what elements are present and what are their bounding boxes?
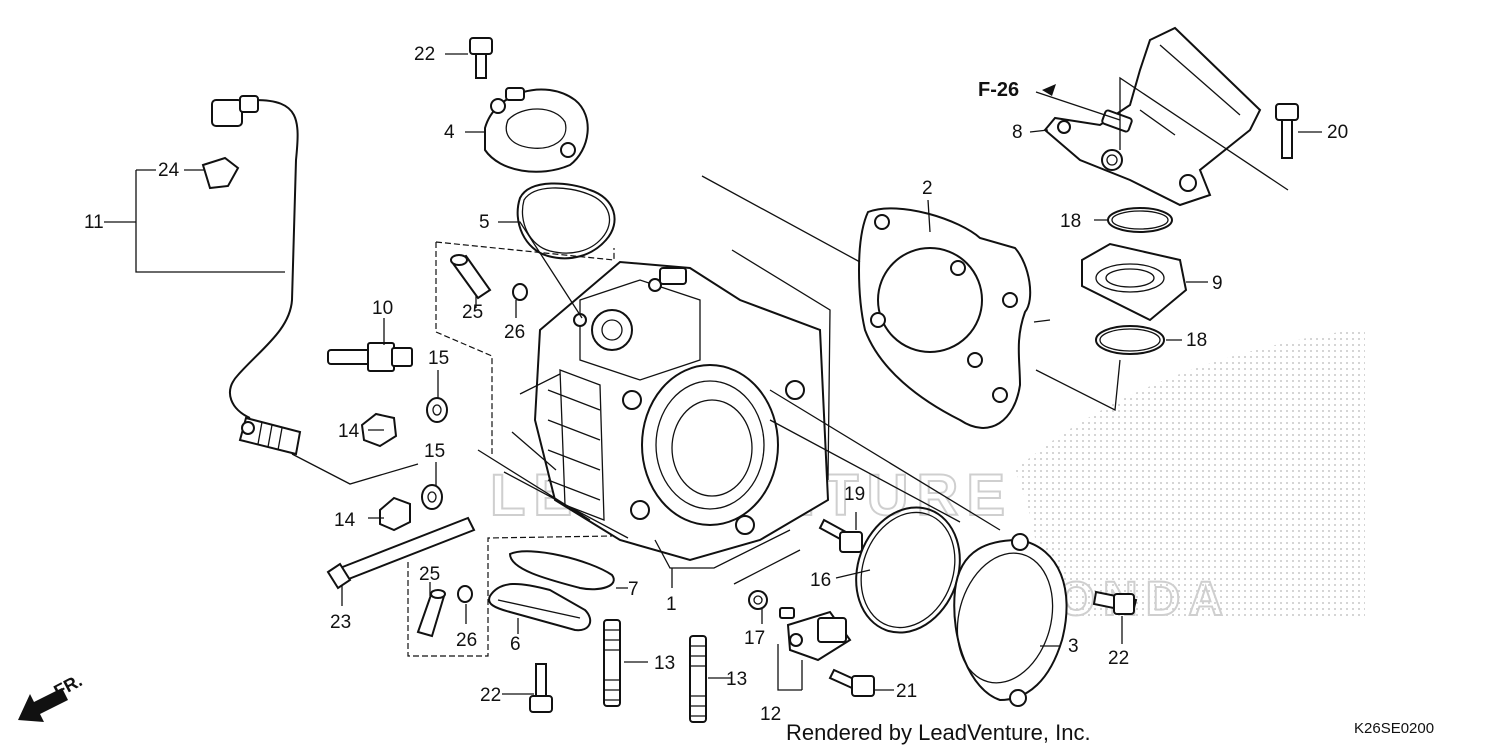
callout-22-bottom: 22 [480,685,501,706]
callout-12: 12 [760,704,781,725]
washer-lower-part[interactable] [421,484,443,510]
bolt-bottom-part[interactable] [529,663,553,713]
render-credit: Rendered by LeadVenture, Inc. [786,720,1091,745]
cap-nut-lower-part[interactable] [379,496,411,532]
front-direction-arrow-icon [18,688,68,722]
callout-20: 20 [1327,122,1348,143]
diagram-code: K26SE0200 [1354,720,1434,737]
chain-guide-part[interactable] [488,582,592,632]
valve-clip-lower-part[interactable] [457,585,473,603]
group-outline-lower [407,535,613,657]
callout-4: 4 [444,122,455,143]
side-cover-part[interactable] [943,533,1068,707]
callout-7: 7 [628,579,639,600]
callout-25-lower: 25 [419,564,440,585]
sensor-bolt-part[interactable] [828,668,875,697]
cylinder-head-gasket-part[interactable] [858,207,1032,429]
long-stud-part[interactable] [326,516,476,590]
callout-5: 5 [479,212,490,233]
callout-8: 8 [1012,122,1023,143]
intake-pipe-part[interactable] [1043,26,1262,207]
callout-16: 16 [810,570,831,591]
cylinder-head-part[interactable] [533,260,830,562]
cover-cap-part[interactable] [484,87,589,173]
callout-22-right: 22 [1108,648,1129,669]
callout-9: 9 [1212,273,1223,294]
callout-15-upper: 15 [428,348,449,369]
callout-11: 11 [84,212,104,233]
assembly-lines-upper [701,175,861,481]
callout-18-upper: 18 [1060,211,1081,232]
assembly-lines-center [654,389,1001,585]
callout-13-left: 13 [654,653,675,674]
o2-sensor-part[interactable] [211,95,302,456]
callout-2: 2 [922,178,933,199]
reference-label[interactable]: F-26 [978,79,1019,101]
callout-14-upper: 14 [338,421,360,442]
clip-part[interactable] [201,156,240,190]
o-ring-upper-part[interactable] [1107,207,1173,233]
bolt-top-part[interactable] [469,37,493,79]
washer-upper-part[interactable] [426,397,448,423]
callout-24: 24 [158,160,180,181]
bolt-center-part[interactable] [818,518,863,553]
guide-gasket-part[interactable] [508,550,615,591]
spark-plug-part[interactable] [327,342,413,372]
reference-arrow-icon [1042,84,1056,96]
group-outline-upper [435,241,615,454]
callout-23: 23 [330,612,351,633]
bolt-right-part[interactable] [1092,590,1138,615]
sensor-part[interactable] [779,607,852,662]
callout-26-lower: 26 [456,630,477,651]
manifold-bolt-part[interactable] [1275,103,1299,159]
callout-10: 10 [372,298,393,319]
callout-15-lower: 15 [424,441,445,462]
cover-o-ring-part[interactable] [516,182,616,260]
insulator-part[interactable] [1081,242,1188,322]
callout-6: 6 [510,634,521,655]
o-ring-lower-part[interactable] [1095,325,1165,355]
stud-right-part[interactable] [689,635,707,723]
callout-17: 17 [744,628,765,649]
valve-guide-lower-part[interactable] [416,589,446,638]
valve-clip-upper-part[interactable] [512,283,528,301]
callout-18-lower: 18 [1186,330,1207,351]
callout-22-top: 22 [414,44,435,65]
callout-1: 1 [666,594,677,615]
honda-wing-watermark [1010,328,1365,620]
callout-13-right: 13 [726,669,747,690]
leader-lines [104,53,1322,695]
valve-guide-upper-part[interactable] [450,254,492,300]
callout-14-lower: 14 [334,510,356,531]
callout-26-upper: 26 [504,322,525,343]
callout-19: 19 [844,484,865,505]
callout-3: 3 [1068,636,1079,657]
assembly-lines-right [1033,76,1289,412]
stud-left-part[interactable] [603,619,621,707]
assembly-lines-left [291,373,629,539]
callout-25-upper: 25 [462,302,483,323]
sensor-washer-part[interactable] [748,590,768,610]
callout-21: 21 [896,681,917,702]
